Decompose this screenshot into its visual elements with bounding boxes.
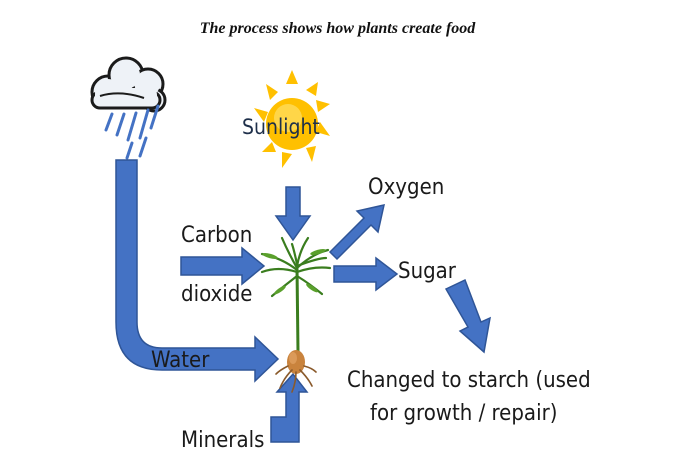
carbon-dioxide-arrow [180, 246, 266, 286]
starch-label-line1: Changed to starch (used [347, 368, 591, 393]
plant-icon [260, 236, 332, 393]
diagram-caption: The process shows how plants create food [199, 20, 476, 37]
carbon-label: Carbon [181, 223, 252, 248]
minerals-label: Minerals [181, 428, 264, 453]
dioxide-label: dioxide [181, 282, 252, 307]
sunlight-arrow [274, 186, 312, 242]
oxygen-arrow [328, 204, 385, 261]
water-label: Water [151, 348, 210, 373]
water-arrow [115, 159, 280, 383]
sunlight-label: Sunlight [242, 115, 320, 139]
sun-icon [254, 70, 330, 168]
oxygen-label: Oxygen [368, 175, 444, 200]
starch-arrow [444, 278, 491, 354]
minerals-arrow [270, 372, 309, 443]
sugar-arrow [333, 256, 399, 292]
starch-label-line2: for growth / repair) [370, 401, 557, 426]
sugar-label: Sugar [398, 259, 457, 284]
rain-cloud-icon [90, 56, 167, 160]
